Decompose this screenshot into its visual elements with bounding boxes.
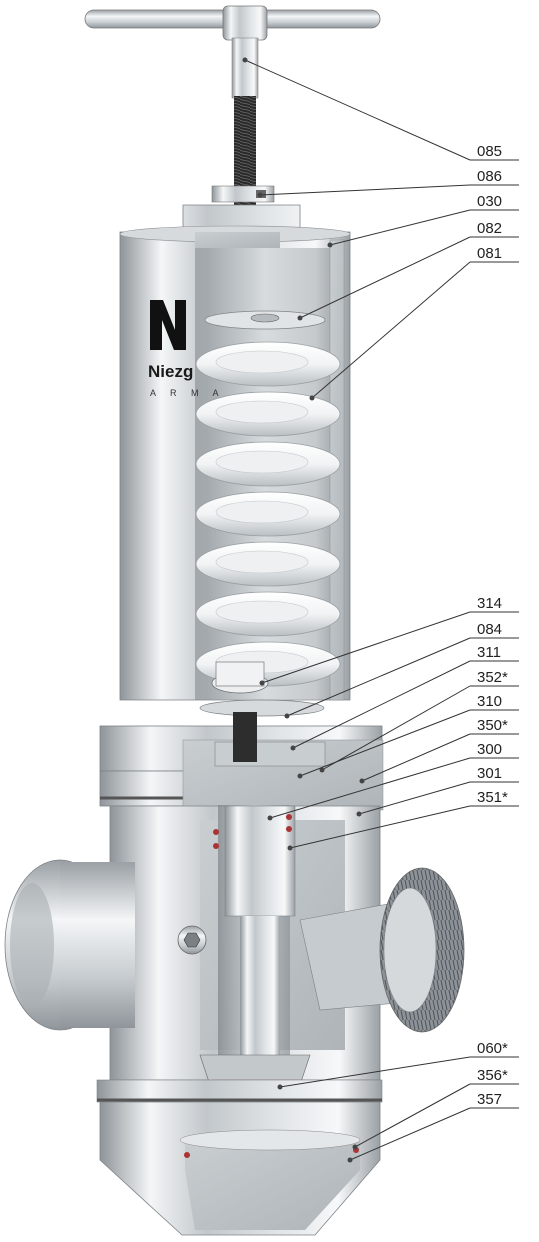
leader-dot <box>309 395 315 401</box>
leader-dot <box>287 845 293 851</box>
leader-line <box>244 59 471 161</box>
callout-081: 081 <box>309 245 519 401</box>
leader-line <box>311 261 471 399</box>
callout-030: 030 <box>327 193 519 248</box>
part-label: 357 <box>477 1091 502 1108</box>
leader-line <box>261 611 471 684</box>
part-label: 030 <box>477 193 502 210</box>
leader-line <box>361 733 471 782</box>
leader-line <box>289 805 471 849</box>
compression-spring <box>195 341 341 687</box>
leader-line <box>292 660 471 749</box>
part-label: 084 <box>477 621 502 638</box>
callout-300: 300 <box>267 741 519 821</box>
leader-dot <box>284 713 290 719</box>
part-label: 085 <box>477 143 502 160</box>
leader-line <box>259 184 471 196</box>
leader-dot <box>242 57 248 63</box>
part-label: 060* <box>477 1040 508 1057</box>
brand-logo: Niezg A R M A <box>148 300 225 398</box>
body-upper-flange <box>99 725 384 811</box>
leader-line <box>329 209 471 246</box>
part-labels: 085 086 030 082 081 314 084 311 352* 310 350* 300 30… <box>242 57 519 1163</box>
part-label: 081 <box>477 245 502 262</box>
leader-dot <box>319 767 325 773</box>
spring-coil-highlight <box>215 350 309 374</box>
part-label: 300 <box>477 741 502 758</box>
spring-coil-highlight <box>215 600 309 624</box>
leader-dot <box>259 680 265 686</box>
callout-356: 356* <box>352 1067 519 1150</box>
part-label: 311 <box>477 644 501 661</box>
leader-line <box>354 1083 471 1148</box>
callout-084: 084 <box>284 621 519 719</box>
callout-086: 086 <box>257 168 519 198</box>
piston-stem <box>213 712 296 1056</box>
part-label: 356* <box>477 1067 508 1084</box>
spring-coil-highlight <box>215 550 309 574</box>
logo-subtitle: A R M A <box>150 388 225 398</box>
leader-dot <box>290 745 296 751</box>
lower-spring-plate <box>199 661 325 717</box>
leader-line <box>358 781 471 815</box>
spring-coil-highlight <box>215 400 309 424</box>
part-label: 082 <box>477 220 502 237</box>
leader-dot <box>356 811 362 817</box>
part-label: 086 <box>477 168 502 185</box>
leader-dot <box>359 778 365 784</box>
leader-dot <box>257 192 263 198</box>
leader-dot <box>297 315 303 321</box>
callout-352: 352* <box>319 669 519 773</box>
bottom-cap <box>96 1079 383 1236</box>
part-label: 301 <box>477 765 502 782</box>
leader-dot <box>297 773 303 779</box>
leader-dot <box>327 242 333 248</box>
callout-310: 310 <box>297 693 519 779</box>
callout-357: 357 <box>347 1091 519 1163</box>
callout-085: 085 <box>242 57 519 161</box>
part-label: 351* <box>477 789 508 806</box>
callout-350: 350* <box>359 717 519 784</box>
lock-nut <box>211 185 275 203</box>
spring-coil-highlight <box>215 450 309 474</box>
callout-301: 301 <box>356 765 519 817</box>
leader-line <box>269 757 471 819</box>
leader-line <box>286 637 471 717</box>
part-label: 310 <box>477 693 502 710</box>
t-handle <box>84 5 381 99</box>
part-label: 350* <box>477 717 508 734</box>
leader-line <box>299 236 471 319</box>
part-label: 352* <box>477 669 508 686</box>
callout-060: 060* <box>277 1040 519 1090</box>
leader-line <box>349 1107 471 1161</box>
logo-name: Niezg <box>148 362 193 381</box>
part-label: 314 <box>477 595 502 612</box>
leader-dot <box>267 815 273 821</box>
callout-082: 082 <box>297 220 519 321</box>
callout-314: 314 <box>259 595 519 686</box>
leader-line <box>321 685 471 771</box>
leader-line <box>299 709 471 777</box>
callout-351: 351* <box>287 789 519 851</box>
leader-dot <box>277 1084 283 1090</box>
leader-line <box>279 1056 471 1088</box>
callout-311: 311 <box>290 644 519 751</box>
leader-dot <box>352 1144 358 1150</box>
spring-coil-highlight <box>215 500 309 524</box>
leader-dot <box>347 1157 353 1163</box>
